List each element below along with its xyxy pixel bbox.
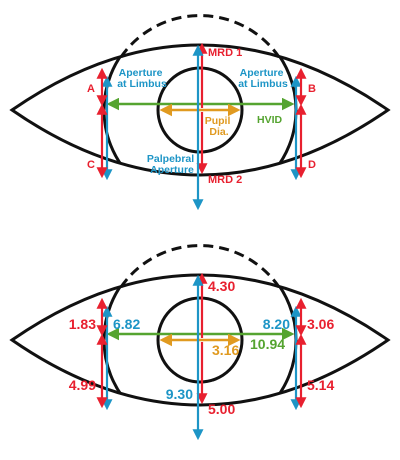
palpebral-aperture-label: Palpebral Aperture xyxy=(147,153,197,176)
left-lower-value: 4.99 xyxy=(69,377,96,393)
hidden-limbus-dashed-arc xyxy=(119,244,281,288)
mrd1-label: MRD 1 xyxy=(208,47,242,59)
c-label: C xyxy=(87,159,95,171)
aperture-limbus-right-label: Aperture at Limbus xyxy=(238,67,288,90)
b-label: B xyxy=(308,83,316,95)
aperture-limbus-left-label: Aperture at Limbus xyxy=(117,67,167,90)
bottom-eye-diagram: 4.30 5.00 1.83 4.99 3.06 5.14 6.82 8.20 … xyxy=(9,244,391,441)
pupil-diameter-label: Pupil Dia. xyxy=(205,115,234,138)
aperture-limbus-right-value: 8.20 xyxy=(263,316,290,332)
left-upper-value: 1.83 xyxy=(69,316,96,332)
pupil-diameter-value: 3.16 xyxy=(212,342,239,358)
eyelid-outline xyxy=(9,43,391,177)
top-eye-diagram: MRD 1 MRD 2 A C B D Aperture at Limbus A… xyxy=(9,14,391,211)
right-upper-value: 3.06 xyxy=(307,316,334,332)
mrd2-value: 5.00 xyxy=(208,401,235,417)
eyelid-outline xyxy=(9,273,391,407)
mrd2-label: MRD 2 xyxy=(208,174,242,186)
hvid-label: HVID xyxy=(257,114,283,126)
a-label: A xyxy=(87,83,95,95)
mrd1-value: 4.30 xyxy=(208,278,235,294)
d-label: D xyxy=(308,159,316,171)
hidden-limbus-dashed-arc xyxy=(119,14,281,58)
right-lower-value: 5.14 xyxy=(307,377,334,393)
palpebral-aperture-value: 9.30 xyxy=(166,386,193,402)
aperture-limbus-left-value: 6.82 xyxy=(113,316,140,332)
hvid-value: 10.94 xyxy=(250,336,285,352)
